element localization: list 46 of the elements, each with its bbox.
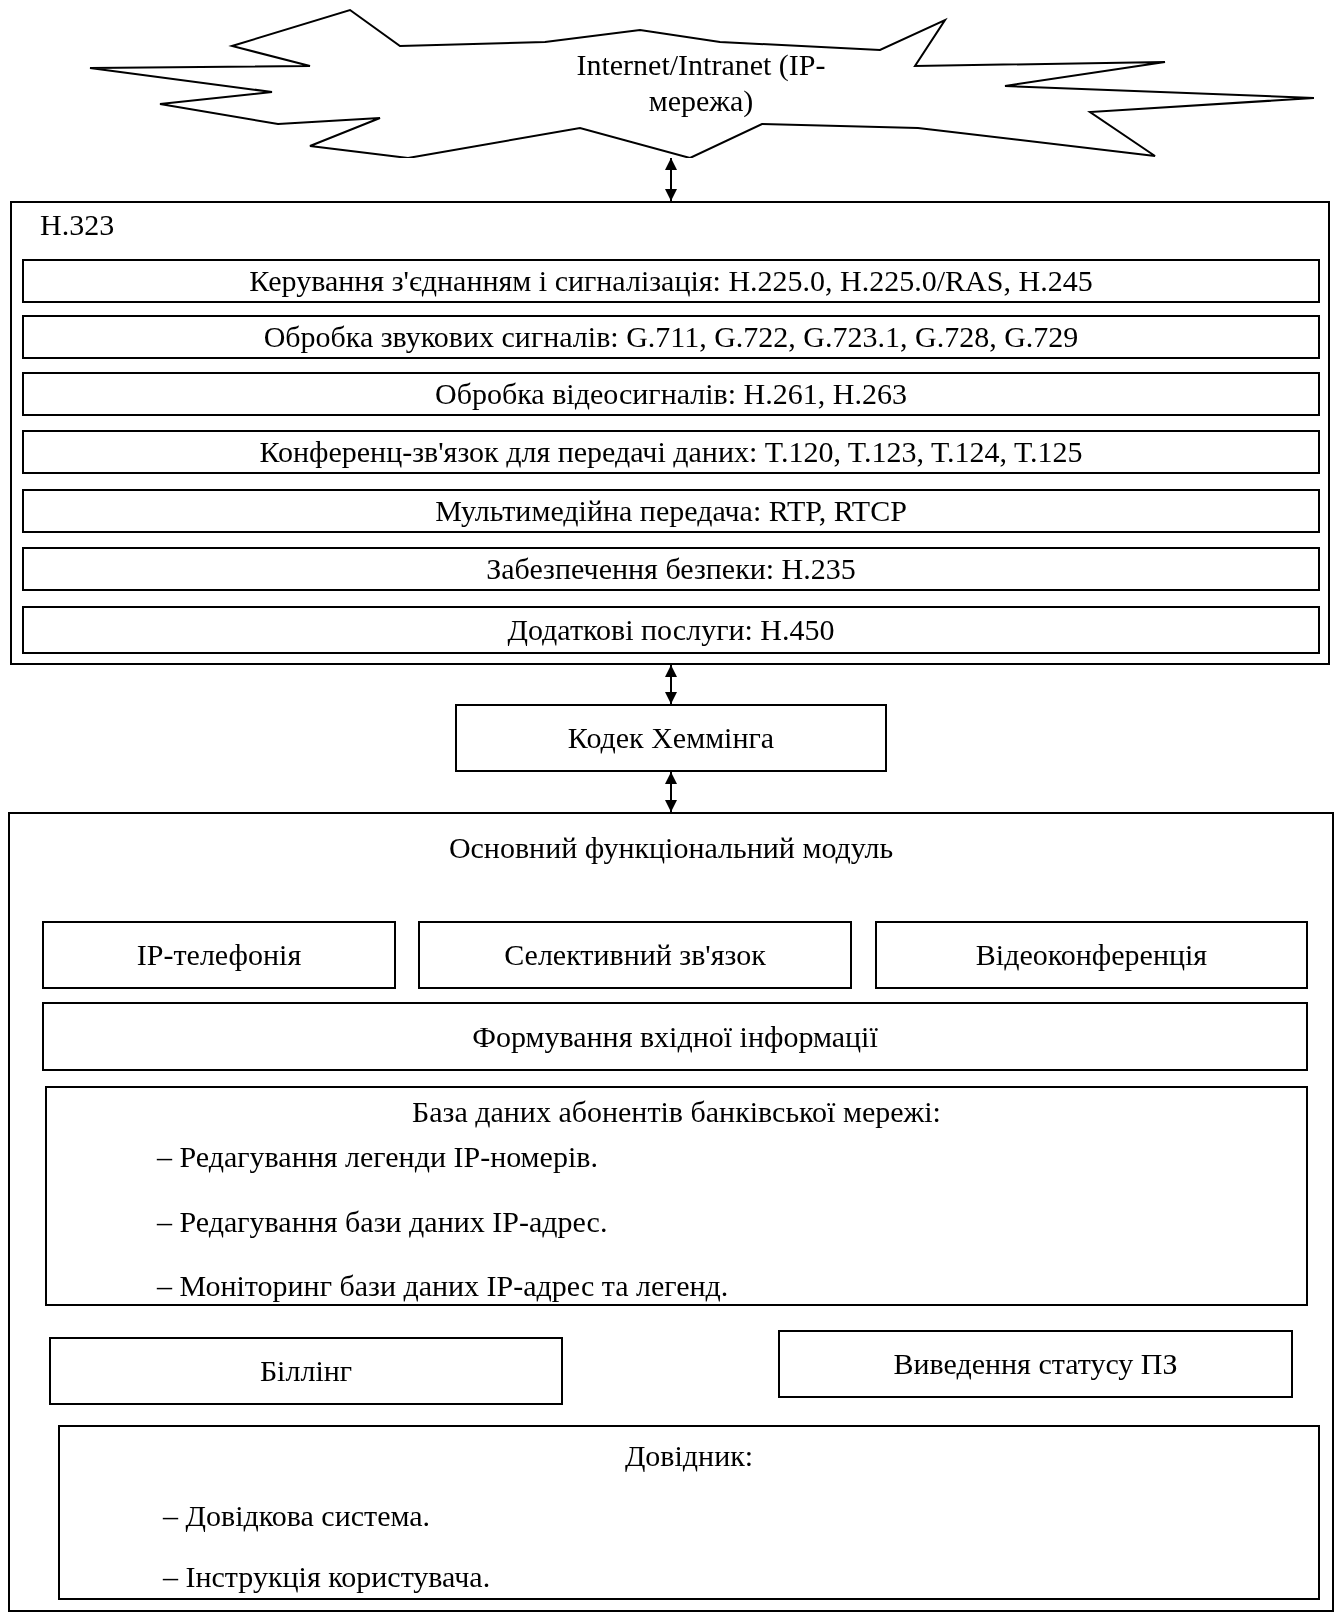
list-item: – Моніторинг бази даних IP-адрес та легенд. xyxy=(157,1268,729,1304)
module-box xyxy=(22,547,1320,591)
module-label: Керування з'єднанням і сигналізація: H.225.0, H.225.0/RAS, H.245 xyxy=(249,263,1093,299)
module-label: Виведення статусу ПЗ xyxy=(893,1346,1178,1382)
module-box xyxy=(875,921,1308,989)
module-label: IP-телефонія xyxy=(136,937,302,973)
module-label: Internet/Intranet (IP-мережа) xyxy=(575,47,827,119)
module-panel xyxy=(10,201,1330,665)
module-label: Відеоконференція xyxy=(975,937,1208,973)
module-panel xyxy=(8,812,1334,1612)
module-box xyxy=(22,606,1320,654)
module-box xyxy=(58,1425,1320,1600)
list-item: – Редагування легенди IP-номерів. xyxy=(157,1139,598,1175)
module-box xyxy=(455,704,887,772)
module-box xyxy=(418,921,852,989)
module-label: Біллінг xyxy=(259,1353,353,1389)
list-item: – Інструкція користувача. xyxy=(163,1559,491,1595)
module-box xyxy=(22,372,1320,416)
module-box xyxy=(778,1330,1293,1398)
module-box xyxy=(49,1337,563,1405)
module-title: H.323 xyxy=(40,207,115,243)
module-label: Селективний зв'язок xyxy=(504,937,766,973)
module-label: Формування вхідної інформації xyxy=(472,1018,878,1055)
module-title: Довідник: xyxy=(623,1438,755,1474)
module-box xyxy=(22,259,1320,303)
module-label: Додаткові послуги: H.450 xyxy=(507,612,835,648)
module-title: Основний функціональний модуль xyxy=(447,830,895,866)
list-item: – Редагування бази даних IP-адрес. xyxy=(157,1204,608,1240)
module-box xyxy=(22,430,1320,474)
double-arrow xyxy=(665,664,677,705)
module-box xyxy=(22,489,1320,533)
module-label: Обробка відеосигналів: H.261, H.263 xyxy=(435,376,907,412)
module-box xyxy=(42,1002,1308,1071)
network-cloud xyxy=(88,8,1314,158)
module-label: Мультимедійна передача: RTP, RTCP xyxy=(435,493,907,529)
double-arrow xyxy=(665,157,677,202)
module-box xyxy=(45,1086,1308,1306)
module-box xyxy=(42,921,396,989)
list-item: – Довідкова система. xyxy=(163,1498,431,1534)
module-box xyxy=(22,315,1320,359)
module-label: Конференц-зв'язок для передачі даних: T.120, T.123, T.124, T.125 xyxy=(259,434,1083,470)
module-title: База даних абонентів банківської мережі: xyxy=(411,1094,942,1130)
double-arrow xyxy=(665,771,677,813)
module-label: Забезпечення безпеки: H.235 xyxy=(486,551,856,587)
module-label: Обробка звукових сигналів: G.711, G.722, G.723.1, G.728, G.729 xyxy=(263,319,1079,355)
module-label: Кодек Хеммінга xyxy=(567,720,775,756)
